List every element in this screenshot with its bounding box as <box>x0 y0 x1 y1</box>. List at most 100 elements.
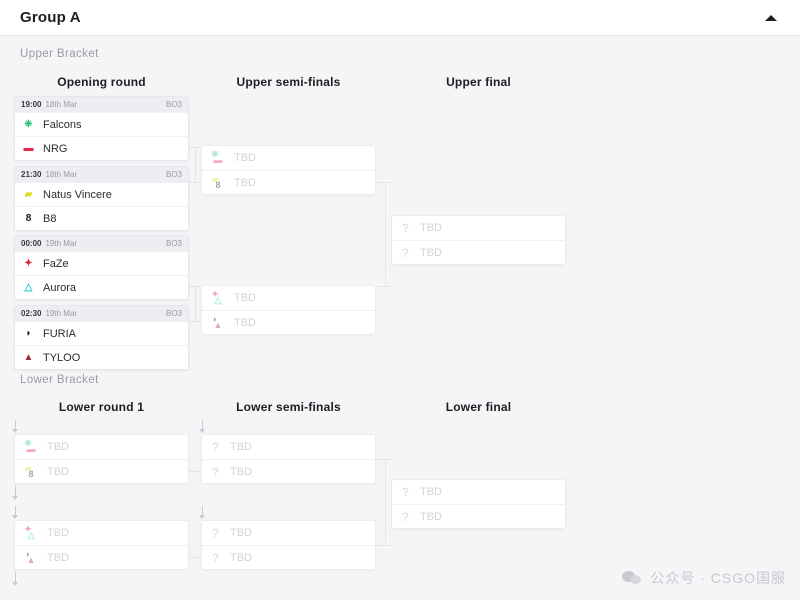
drop-arrow-icon <box>197 420 207 434</box>
team-row[interactable]: ? TBD <box>202 521 375 545</box>
team-name-tbd: TBD <box>230 465 252 478</box>
team-row[interactable]: 8 B8 <box>15 206 188 230</box>
match-date: 18th Mar <box>45 100 78 109</box>
tyloo-logo: ▲ <box>26 554 36 565</box>
team-row[interactable]: ◗ FURIA <box>15 321 188 345</box>
team-name-tbd: TBD <box>230 551 252 564</box>
connector <box>376 545 391 546</box>
match-card-tbd[interactable]: ✦ △ TBD ◗ ▲ TBD <box>201 285 376 335</box>
faze-logo: ✦ <box>24 257 33 269</box>
match-time: 00:00 <box>21 239 42 248</box>
furia-logo: ◗ <box>25 327 32 339</box>
tyloo-logo: ▲ <box>23 351 34 363</box>
match-card-tbd[interactable]: ❈ ▬ TBD ▰ 8 TBD <box>201 145 376 195</box>
team-row[interactable]: ? TBD <box>392 216 565 240</box>
falcons-logo: ❈ <box>24 438 32 448</box>
team-row[interactable]: ▲ TYLOO <box>15 345 188 369</box>
match-card[interactable]: 21:30 18th Mar BO3 ▰ Natus Vincere 8 B8 <box>14 166 189 231</box>
team-name-tbd: TBD <box>47 527 69 539</box>
match-format: BO3 <box>165 170 182 179</box>
team-row[interactable]: △ Aurora <box>15 275 188 299</box>
drop-arrow-icon <box>10 487 20 501</box>
team-name: FaZe <box>43 257 69 270</box>
team-logo-stack: ▰ 8 <box>21 462 40 481</box>
team-row[interactable]: ? TBD <box>392 504 565 528</box>
navi-logo: ▰ <box>211 173 219 184</box>
match-card[interactable]: 02:30 19th Mar BO3 ◗ FURIA ▲ TYLOO <box>14 305 189 370</box>
nrg-logo: ▬ <box>26 444 36 454</box>
match-card[interactable]: 19:00 18th Mar BO3 ❈ Falcons ▬ NRG <box>14 96 189 161</box>
match-meta: 21:30 18th Mar BO3 <box>15 167 188 182</box>
question-mark-icon: ? <box>401 221 410 235</box>
team-name: TYLOO <box>43 351 81 364</box>
team-name-tbd: TBD <box>47 465 69 478</box>
match-card-tbd[interactable]: ? TBD ? TBD <box>391 215 566 265</box>
team-name-tbd: TBD <box>234 316 256 329</box>
team-name-tbd: TBD <box>420 486 442 498</box>
drop-arrow-icon <box>10 506 20 520</box>
team-row[interactable]: ? TBD <box>392 240 565 264</box>
watermark-text: 公众号 · CSGO国服 <box>650 570 786 586</box>
question-mark-icon: ? <box>401 509 410 524</box>
team-logo-stack: ❈ ▬ <box>208 149 227 168</box>
round-label-lower-semis: Lower semi-finals <box>236 400 341 414</box>
team-name-tbd: TBD <box>230 527 252 539</box>
match-meta: 19:00 18th Mar BO3 <box>15 97 188 112</box>
connector <box>376 182 391 183</box>
round-label-upper-semis: Upper semi-finals <box>236 75 341 89</box>
upper-bracket-label: Upper Bracket <box>20 48 99 60</box>
team-row[interactable]: ✦ △ TBD <box>202 286 375 310</box>
navi-logo: ▰ <box>24 462 32 473</box>
aurora-logo: △ <box>214 295 222 305</box>
match-card[interactable]: 00:00 19th Mar BO3 ✦ FaZe △ Aurora <box>14 235 189 300</box>
faze-logo: ✦ <box>24 524 32 534</box>
team-row[interactable]: ◗ ▲ TBD <box>15 545 188 569</box>
lower-bracket-label: Lower Bracket <box>20 374 99 386</box>
team-name: Falcons <box>43 118 82 131</box>
team-logo-stack: ❈ ▬ <box>21 438 40 457</box>
connector <box>189 471 201 472</box>
team-row[interactable]: ❈ ▬ TBD <box>202 146 375 170</box>
team-logo-stack: ▰ 8 <box>208 173 227 192</box>
match-date: 18th Mar <box>45 170 78 179</box>
team-row[interactable]: ▬ NRG <box>15 136 188 160</box>
team-row[interactable]: ? TBD <box>202 435 375 459</box>
team-name: NRG <box>43 142 68 155</box>
aurora-logo: △ <box>27 530 35 540</box>
collapse-group-button[interactable] <box>760 7 782 29</box>
team-name-tbd: TBD <box>420 222 442 234</box>
team-row[interactable]: ❈ Falcons <box>15 112 188 136</box>
round-label-lower-round-1: Lower round 1 <box>58 400 145 414</box>
team-row[interactable]: ▰ Natus Vincere <box>15 182 188 206</box>
furia-logo: ◗ <box>212 313 218 324</box>
team-name-tbd: TBD <box>420 246 442 259</box>
connector <box>376 286 391 287</box>
team-row[interactable]: ✦ FaZe <box>15 251 188 275</box>
team-row[interactable]: ▰ 8 TBD <box>15 459 188 483</box>
connector <box>376 459 391 460</box>
match-meta: 00:00 19th Mar BO3 <box>15 236 188 251</box>
drop-arrow-icon <box>10 573 20 587</box>
match-card-tbd[interactable]: ? TBD ? TBD <box>201 434 376 484</box>
team-row[interactable]: ? TBD <box>202 545 375 569</box>
team-row[interactable]: ▰ 8 TBD <box>202 170 375 194</box>
team-row[interactable]: ✦ △ TBD <box>15 521 188 545</box>
wechat-icon <box>622 570 642 586</box>
b8-logo: 8 <box>25 212 32 224</box>
round-label-lower-final: Lower final <box>445 400 512 414</box>
group-header: Group A <box>0 0 800 36</box>
tyloo-logo: ▲ <box>213 319 223 330</box>
match-time: 19:00 <box>21 100 42 109</box>
match-meta: 02:30 19th Mar BO3 <box>15 306 188 321</box>
team-row[interactable]: ? TBD <box>392 480 565 504</box>
match-card-tbd[interactable]: ❈ ▬ TBD ▰ 8 TBD <box>14 434 189 484</box>
team-row[interactable]: ◗ ▲ TBD <box>202 310 375 334</box>
match-card-tbd[interactable]: ? TBD ? TBD <box>391 479 566 529</box>
connector <box>195 286 196 322</box>
team-row[interactable]: ? TBD <box>202 459 375 483</box>
team-name: FURIA <box>43 327 76 340</box>
team-row[interactable]: ❈ ▬ TBD <box>15 435 188 459</box>
match-card-tbd[interactable]: ? TBD ? TBD <box>201 520 376 570</box>
match-card-tbd[interactable]: ✦ △ TBD ◗ ▲ TBD <box>14 520 189 570</box>
